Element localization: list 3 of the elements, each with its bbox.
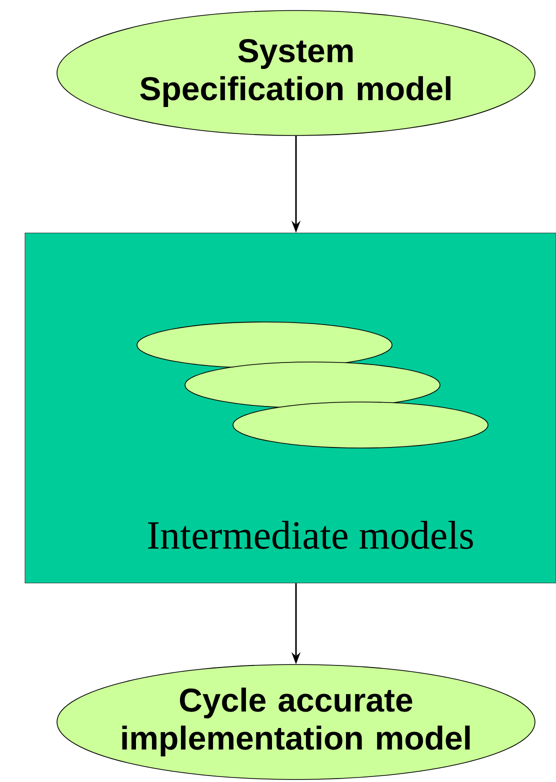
model-ellipse [232, 402, 488, 448]
model-ellipse [184, 362, 440, 408]
model-ellipse [136, 322, 392, 368]
